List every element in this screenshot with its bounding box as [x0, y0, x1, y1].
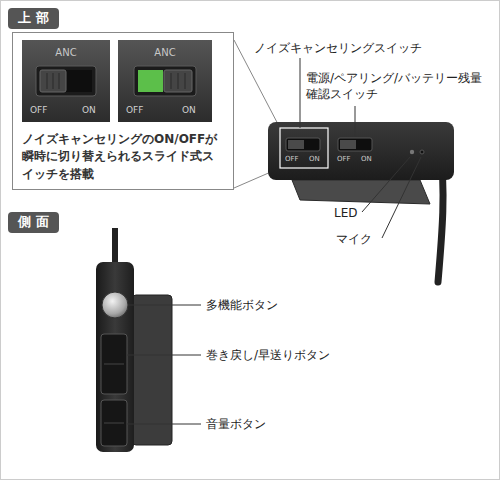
device-print: OFF	[285, 155, 299, 164]
device-print: ON	[309, 155, 320, 164]
section-tab: 側面	[8, 212, 59, 233]
switch-print: ON	[82, 104, 96, 116]
part-label: LED	[334, 205, 358, 221]
section-tab: 上部	[8, 8, 59, 29]
part-label: 音量ボタン	[206, 416, 266, 432]
switch-print: ON	[182, 104, 196, 116]
switch-print: OFF	[126, 104, 143, 116]
part-label: ノイズキャンセリングスイッチ	[254, 40, 422, 56]
switch-print: ANC	[118, 46, 212, 60]
part-label: 巻き戻し/早送りボタン	[206, 347, 330, 363]
switch-print: ANC	[22, 46, 110, 60]
switch-print: OFF	[30, 104, 47, 116]
section-heading: 側面	[18, 214, 54, 231]
part-label: 多機能ボタン	[206, 297, 278, 313]
part-label: マイク	[336, 231, 372, 247]
caption-text: ノイズキャンセリングのON/OFFが瞬時に切り替えられるスライド式スイッチを搭載	[22, 131, 224, 183]
device-print: OFF	[337, 155, 351, 164]
device-print: ON	[361, 155, 372, 164]
section-heading: 上部	[18, 10, 54, 27]
part-label: 電源/ペアリング/バッテリー残量確認スイッチ	[306, 70, 491, 102]
